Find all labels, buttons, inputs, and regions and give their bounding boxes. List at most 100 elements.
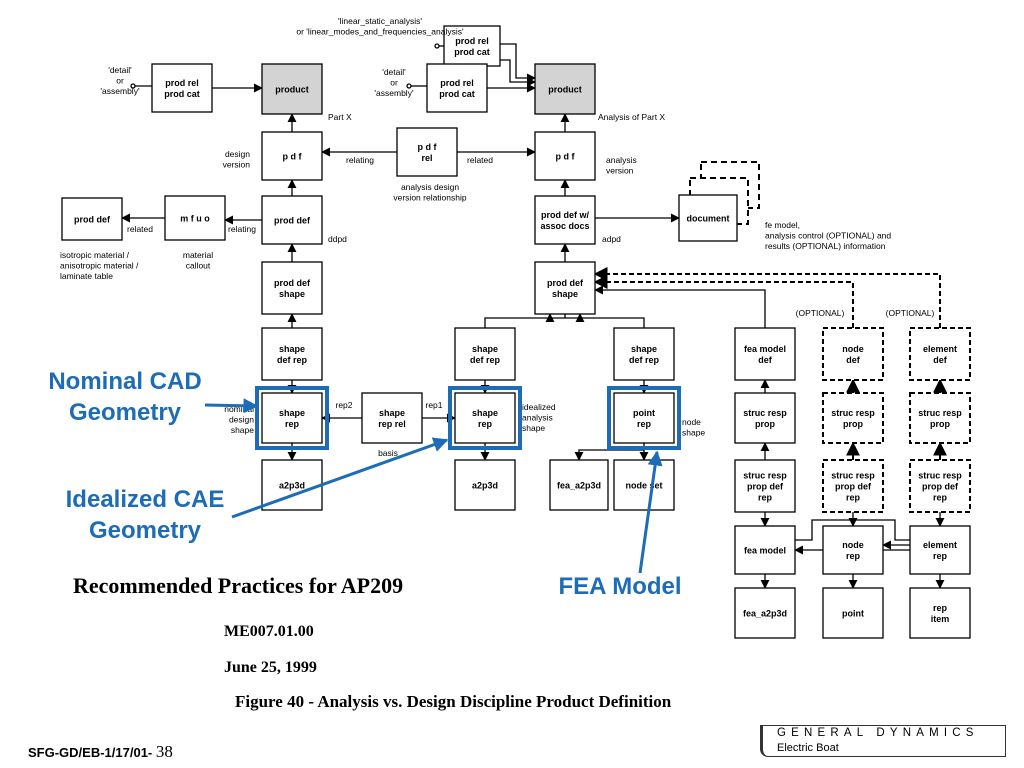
box-text: rep [478, 419, 493, 429]
box-text: node set [625, 481, 662, 491]
callout-nominal-line1: Nominal CAD [48, 368, 202, 395]
box-l-proddef: prod def [261, 195, 323, 245]
box-text: rel [421, 153, 432, 163]
svg-text:fe model,: fe model, [765, 220, 800, 230]
svg-text:basis: basis [378, 448, 398, 458]
label-t23: basis [378, 448, 398, 458]
connector-dot [434, 43, 440, 49]
box-text: shape [279, 408, 305, 418]
svg-text:Analysis of Part X: Analysis of Part X [598, 112, 665, 122]
box-text: m f u o [180, 214, 210, 224]
svg-text:results (OPTIONAL) information: results (OPTIONAL) information [765, 241, 886, 251]
svg-text:(OPTIONAL): (OPTIONAL) [886, 308, 935, 318]
svg-text:design: design [229, 415, 254, 425]
connector [500, 43, 536, 83]
connector [484, 317, 645, 328]
box-text: fea_a2p3d [557, 481, 601, 491]
label-t19: (OPTIONAL) [886, 308, 935, 318]
box-text: shape [279, 344, 305, 354]
label-t15: ddpd [328, 234, 347, 244]
svg-text:analysis: analysis [606, 155, 637, 165]
box-text: prop [930, 419, 950, 429]
box-text: prod def w/ [541, 210, 589, 220]
box-fea-a2p3d-b: fea_a2p3d [549, 459, 609, 511]
svg-text:or: or [116, 76, 124, 86]
svg-text:ddpd: ddpd [328, 234, 347, 244]
svg-text:idealized: idealized [522, 402, 556, 412]
box-text: rep [933, 551, 948, 561]
label-t12: relating [228, 224, 256, 234]
box-text: prod rel [440, 78, 474, 88]
box-text: def rep [470, 355, 501, 365]
label-t4: Part X [328, 112, 352, 122]
svg-text:nominal: nominal [224, 404, 254, 414]
box-text: item [931, 614, 950, 624]
box-text: prop def [922, 482, 959, 492]
box-text: prop def [747, 482, 784, 492]
box-text: rep [846, 493, 861, 503]
svg-text:or: or [390, 78, 398, 88]
box-text: shape [379, 408, 405, 418]
box-mfuo: m f u o [164, 195, 226, 241]
box-text: prod def [274, 216, 311, 226]
label-t3: 'detail'or'assembly' [374, 67, 414, 98]
box-text: element [923, 344, 957, 354]
box-text: product [548, 85, 582, 95]
box-text: prod cat [164, 89, 200, 99]
box-text: a2p3d [279, 481, 305, 491]
box-text: rep [285, 419, 300, 429]
slide-footer-id: SFG-GD/EB-1/17/01- 38 [28, 742, 173, 762]
box-nodeset: node set [613, 459, 675, 511]
box-text: def rep [277, 355, 308, 365]
svg-text:relating: relating [228, 224, 256, 234]
box-text: prod rel [455, 36, 489, 46]
connector [500, 59, 536, 87]
box-text: rep [933, 603, 948, 613]
box-text: fea model [744, 344, 786, 354]
box-point: point [822, 587, 884, 639]
svg-text:(OPTIONAL): (OPTIONAL) [796, 308, 845, 318]
svg-text:callout: callout [186, 261, 211, 271]
box-text: rep [846, 551, 861, 561]
svg-text:analysis design: analysis design [401, 182, 459, 192]
box-text: document [686, 214, 729, 224]
box-text: node [842, 344, 864, 354]
document-id: ME007.01.00 [224, 623, 314, 640]
general-dynamics-logo: GENERAL DYNAMICS Electric Boat [760, 725, 1006, 757]
box-text: fea model [744, 546, 786, 556]
svg-text:'linear_static_analysis': 'linear_static_analysis' [338, 16, 422, 26]
callout-idealized-line2: Geometry [88, 517, 202, 544]
box-text: p d f [418, 142, 438, 152]
connector [593, 267, 941, 328]
svg-text:relating: relating [346, 155, 374, 165]
svg-text:adpd: adpd [602, 234, 621, 244]
svg-text:related: related [467, 155, 493, 165]
svg-text:or 'linear_modes_and_frequenci: or 'linear_modes_and_frequencies_analysi… [296, 27, 464, 37]
callout-arrow-idealized [231, 437, 449, 519]
label-t1: 'linear_static_analysis'or 'linear_modes… [296, 16, 464, 37]
box-text: rep [758, 493, 773, 503]
connector [593, 275, 854, 328]
label-t22: rep1 [425, 400, 442, 410]
box-text: struc resp [831, 408, 875, 418]
label-t13: isotropic material /anisotropic material… [60, 250, 139, 281]
label-t8: related [467, 155, 493, 165]
callout-arrow-fea [638, 450, 663, 574]
svg-text:'assembly': 'assembly' [100, 86, 140, 96]
svg-text:laminate table: laminate table [60, 271, 113, 281]
box-l-product: product [261, 63, 323, 115]
box-text: def [758, 355, 773, 365]
callout-arrow-nominal [204, 398, 259, 414]
box-text: prod def [547, 278, 584, 288]
box-text: shape [279, 289, 305, 299]
svg-text:node: node [682, 417, 701, 427]
